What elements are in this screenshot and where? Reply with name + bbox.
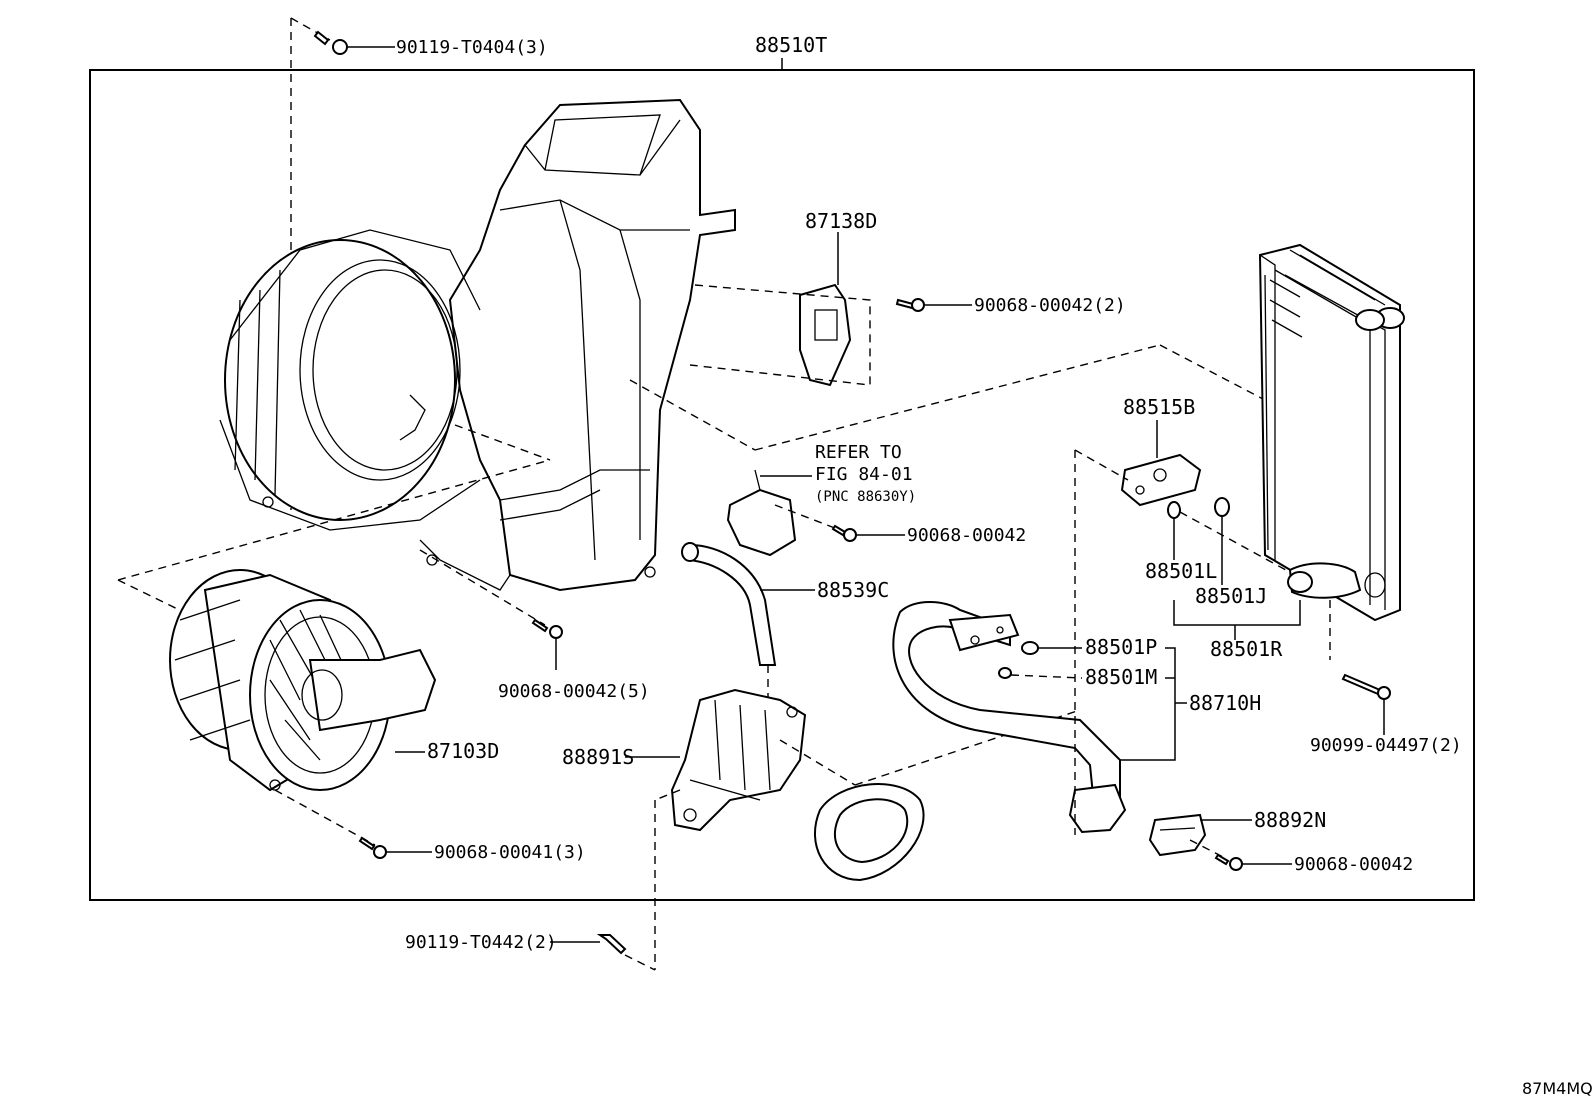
label-87138D: 87138D <box>805 209 877 233</box>
label-90068-00042-2: 90068-00042(2) <box>974 295 1126 316</box>
label-90068-00042-a: 90068-00042 <box>907 525 1026 546</box>
label-88501P: 88501P <box>1085 635 1157 659</box>
refer-note-line3: (PNC 88630Y) <box>815 489 916 505</box>
label-88510T: 88510T <box>755 33 827 57</box>
refer-note-line2: FIG 84-01 <box>815 464 913 485</box>
label-88515B: 88515B <box>1123 395 1195 419</box>
part-87103D <box>169 569 437 792</box>
screw-90068-00042-5 <box>419 549 563 670</box>
image-code: 87M4MQ <box>1522 1079 1592 1098</box>
screw-90068-00041 <box>274 789 432 859</box>
label-90068-00042-b: 90068-00042 <box>1294 854 1413 875</box>
refer-note-line1: REFER TO <box>815 442 902 463</box>
part-88892N <box>1148 813 1252 857</box>
label-90099-04497: 90099-04497(2) <box>1310 735 1462 756</box>
label-87103D: 87103D <box>427 739 499 763</box>
blower-case <box>219 98 736 592</box>
screw-90068-00042-a <box>774 504 905 542</box>
orings-88501PM <box>998 641 1187 761</box>
label-88501R: 88501R <box>1210 637 1283 661</box>
screw-90119-T0442 <box>550 934 656 971</box>
label-88710H: 88710H <box>1189 691 1261 715</box>
screw-90068-00042-b <box>1189 839 1292 871</box>
evaporator-core <box>1258 243 1405 622</box>
label-88501L: 88501L <box>1145 559 1217 583</box>
connector-part <box>726 469 797 557</box>
label-90119-T0404: 90119-T0404(3) <box>396 37 548 58</box>
label-88501J: 88501J <box>1195 584 1267 608</box>
part-88515B <box>1120 420 1202 507</box>
label-88501M: 88501M <box>1085 665 1157 689</box>
label-88891S: 88891S <box>562 745 634 769</box>
gasket-ring <box>814 783 925 882</box>
part-87138D <box>689 232 871 387</box>
label-88892N: 88892N <box>1254 808 1326 832</box>
label-90068-00042-5: 90068-00042(5) <box>498 681 650 702</box>
label-90119-T0442: 90119-T0442(2) <box>405 932 557 953</box>
orings-88501 <box>1167 497 1301 640</box>
part-88710H <box>892 449 1129 835</box>
part-88539C <box>681 542 815 700</box>
label-88539C: 88539C <box>817 578 889 602</box>
bolt-90099-04497 <box>1329 600 1391 735</box>
label-90068-00041: 90068-00041(3) <box>434 842 586 863</box>
screw-90068-00042-2 <box>895 298 972 312</box>
